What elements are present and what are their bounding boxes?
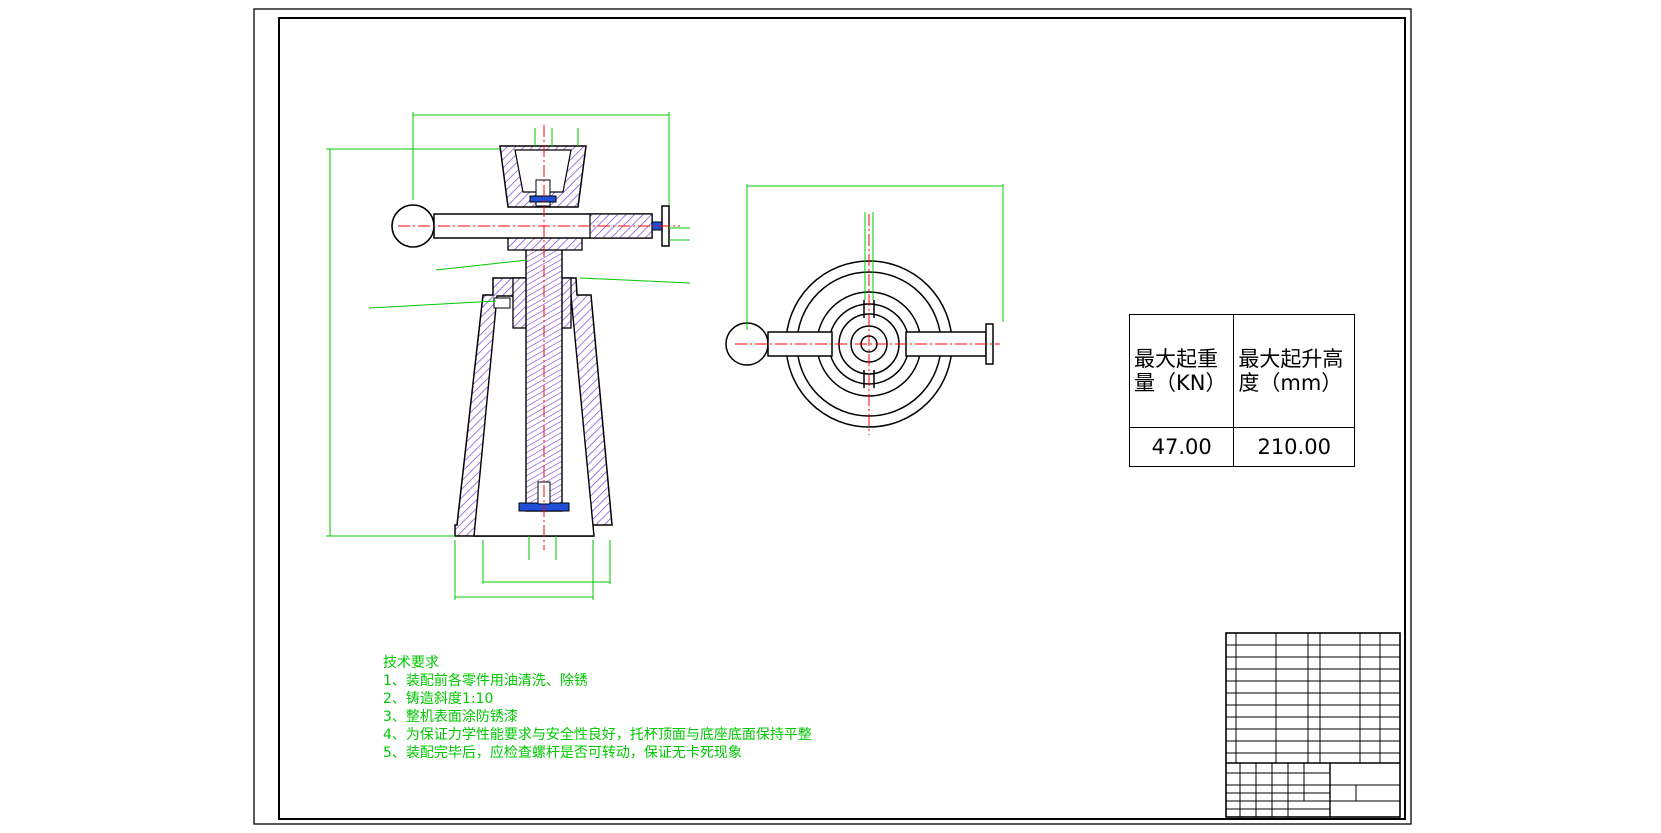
outer-border [253, 8, 1412, 825]
spec-table: 最大起重量（KN） 最大起升高度（mm） 47.00 210.00 [1128, 314, 1355, 467]
technical-requirements: 技术要求 1、装配前各零件用油清洗、除锈 2、铸造斜度1:10 3、整机表面涂防… [383, 654, 812, 762]
requirement-item-3: 3、整机表面涂防锈漆 [383, 709, 518, 725]
spec-table-header-row: 最大起重量（KN） 最大起升高度（mm） [1128, 314, 1355, 428]
requirement-item-4: 4、为保证力学性能要求与安全性良好，托杯顶面与底座底面保持平整 [383, 727, 812, 743]
requirement-item-2: 2、铸造斜度1:10 [383, 691, 494, 707]
max-lift-value: 210.00 [1233, 427, 1355, 467]
requirement-item-5: 5、装配完毕后，应检查螺杆是否可转动，保证无卡死现象 [383, 745, 742, 761]
front-section-view [326, 112, 691, 600]
max-load-value: 47.00 [1128, 427, 1235, 467]
cup-washer [529, 195, 557, 203]
technical-requirements-title: 技术要求 [383, 655, 439, 671]
inner-border [278, 17, 1406, 820]
requirement-item-1: 1、装配前各零件用油清洗、除锈 [383, 673, 588, 689]
max-load-header: 最大起重量（KN） [1128, 314, 1235, 428]
top-cup-recess [514, 149, 572, 193]
spec-table-value-row: 47.00 210.00 [1128, 427, 1355, 467]
set-screw [493, 297, 511, 309]
max-lift-header: 最大起升高度（mm） [1233, 314, 1355, 428]
title-block [1225, 632, 1401, 818]
